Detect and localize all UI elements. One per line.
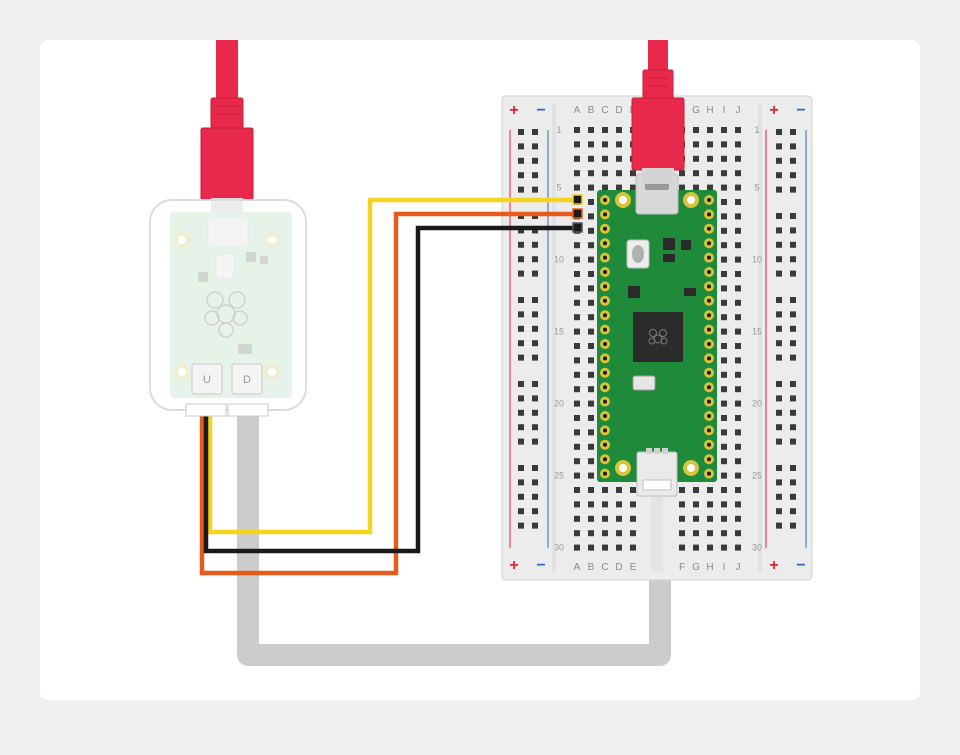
col-label-bottom-j: J	[736, 562, 741, 573]
row-number-left-15: 15	[554, 327, 564, 337]
row-number-right-20: 20	[752, 399, 762, 409]
orange-wire	[199, 211, 578, 576]
rail-minus-label-bl: −	[536, 557, 545, 574]
yellow-wire	[207, 197, 578, 535]
raspberry-pi-pico	[597, 173, 717, 497]
rail-plus-label-br: +	[769, 557, 778, 574]
col-label-bottom-e: E	[630, 562, 637, 573]
row-number-left-20: 20	[554, 399, 564, 409]
col-label-top-g: G	[692, 105, 700, 116]
row-number-right-15: 15	[752, 327, 762, 337]
row-number-right-30: 30	[752, 543, 762, 553]
crystal	[632, 375, 656, 391]
probe-case	[149, 199, 307, 411]
col-label-top-b: B	[588, 105, 595, 116]
black-wire	[203, 225, 578, 554]
row-number-left-10: 10	[554, 255, 564, 265]
col-label-top-j: J	[736, 105, 741, 116]
row-number-right-5: 5	[754, 183, 759, 193]
pico-usb-cable	[631, 40, 685, 184]
rail-plus-label-tl: +	[509, 102, 518, 119]
col-label-bottom-d: D	[615, 562, 622, 573]
probe-port-u	[191, 363, 223, 395]
raspberry-logo-icon	[648, 329, 668, 345]
row-number-right-1: 1	[754, 125, 759, 135]
rail-minus-label-tl: −	[536, 102, 545, 119]
row-number-left-1: 1	[556, 125, 561, 135]
debug-probe: U D	[149, 40, 307, 417]
col-label-top-d: D	[615, 105, 622, 116]
probe-port-d	[231, 363, 263, 395]
row-number-right-25: 25	[752, 471, 762, 481]
probe-port-u-label: U	[203, 374, 211, 386]
rail-minus-label-tr: −	[796, 102, 805, 119]
rp2040-chip	[633, 312, 683, 362]
row-number-right-10: 10	[752, 255, 762, 265]
col-label-bottom-h: H	[706, 562, 713, 573]
rail-minus-label-br: −	[796, 557, 805, 574]
col-label-bottom-c: C	[601, 562, 608, 573]
col-label-bottom-i: I	[723, 562, 726, 573]
row-number-left-5: 5	[556, 183, 561, 193]
col-label-top-h: H	[706, 105, 713, 116]
probe-plug-u	[185, 403, 227, 417]
rail-plus-label-bl: +	[509, 557, 518, 574]
probe-plug-d	[227, 403, 269, 417]
col-label-bottom-b: B	[588, 562, 595, 573]
col-label-bottom-g: G	[692, 562, 700, 573]
col-label-top-a: A	[574, 105, 581, 116]
col-label-bottom-a: A	[574, 562, 581, 573]
rail-plus-label-tr: +	[769, 102, 778, 119]
col-label-bottom-f: F	[679, 562, 685, 573]
row-number-left-25: 25	[554, 471, 564, 481]
col-label-top-i: I	[723, 105, 726, 116]
col-label-top-c: C	[601, 105, 608, 116]
probe-port-d-label: D	[243, 374, 251, 386]
row-number-left-30: 30	[554, 543, 564, 553]
